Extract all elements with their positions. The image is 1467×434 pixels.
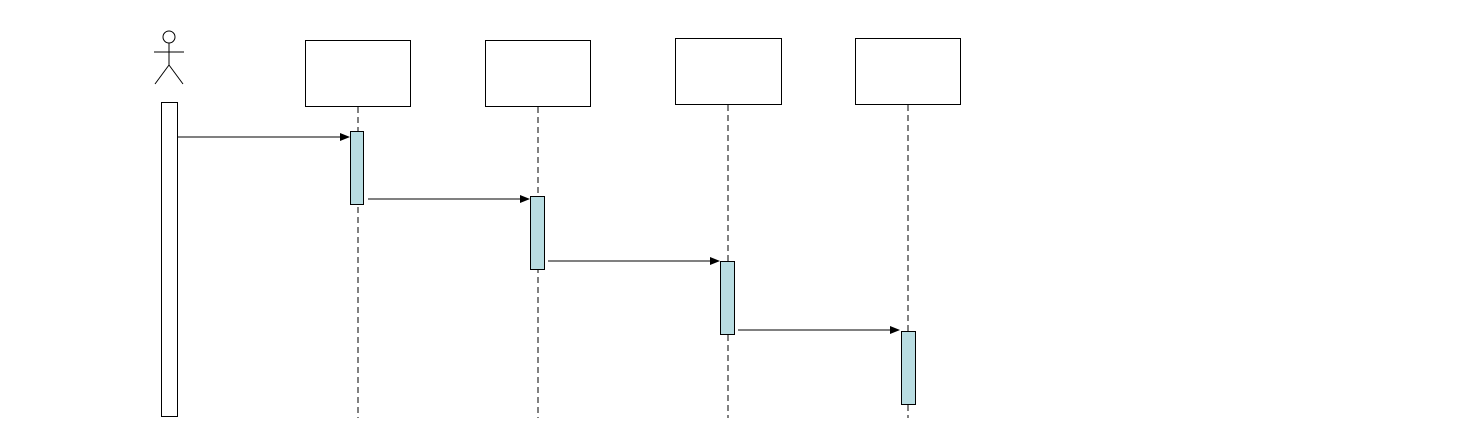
lifeline-3-activation-bar [720, 261, 735, 335]
lifeline-2 [485, 40, 591, 418]
lifeline-4 [855, 38, 961, 418]
lifeline-1 [305, 40, 411, 418]
lifeline-1-header-box [305, 40, 411, 107]
actor-stick-figure-icon [154, 30, 184, 85]
actor [154, 30, 184, 417]
lifeline-3 [675, 38, 782, 418]
lifeline-2-activation-bar [530, 196, 545, 270]
lifeline-4-header-box [855, 38, 961, 105]
lifeline-4-activation-bar [901, 331, 916, 405]
lifeline-3-header-box [675, 38, 782, 105]
actor-activation-bar [161, 102, 178, 417]
lifeline-2-header-box [485, 40, 591, 107]
lifeline-1-activation-bar [350, 131, 364, 205]
